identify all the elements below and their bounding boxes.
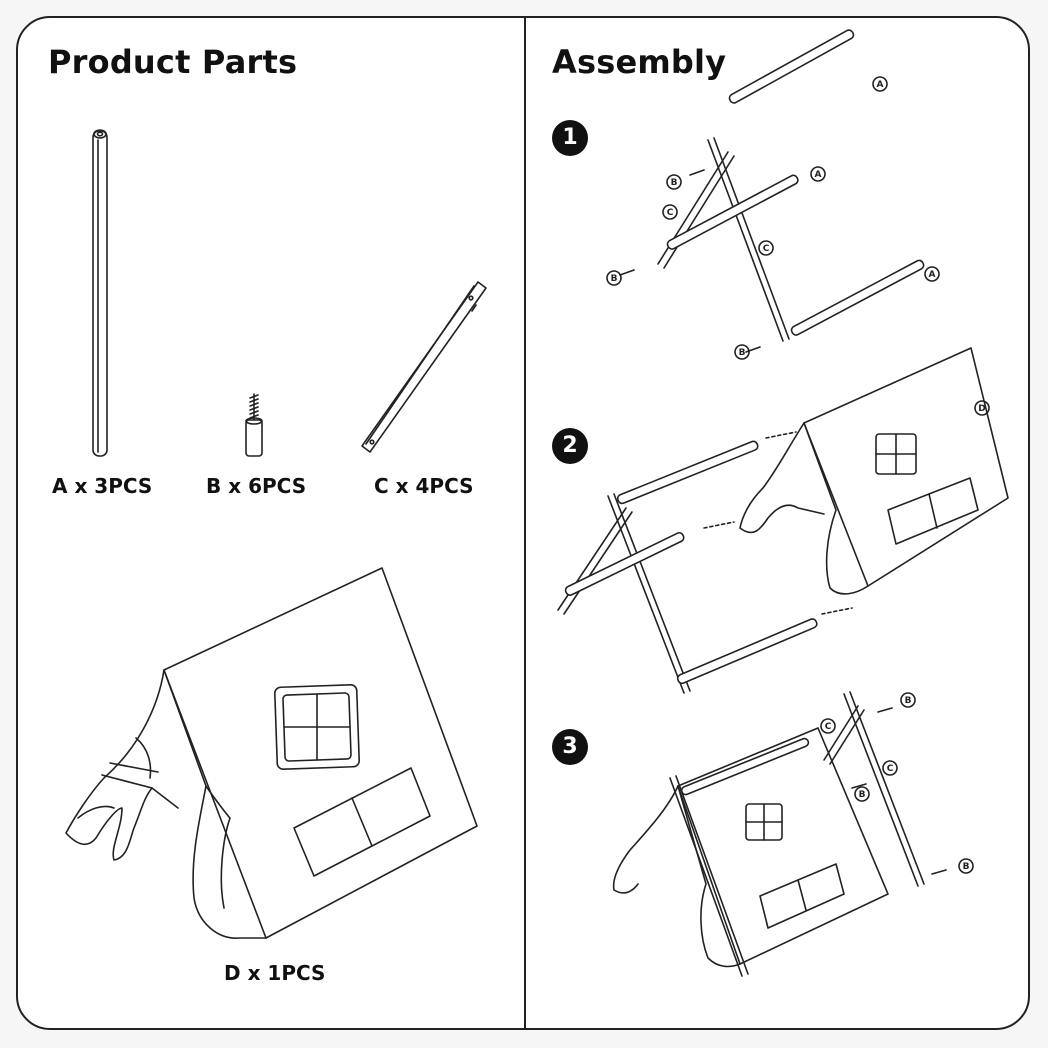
callout-b-3: B [739,348,746,358]
callout-a-2: A [815,170,822,180]
callout-a-1: A [877,80,884,90]
callout-circles [606,76,990,874]
part-b-label: B x 6PCS [206,474,307,498]
panel-divider [524,18,526,1028]
callout-b-1: B [671,178,678,188]
callout-c-2: C [763,244,770,254]
callout-b-5: B [859,790,866,800]
step-2-badge: 2 [552,428,588,464]
assembly-title: Assembly [552,43,727,81]
part-c-label: C x 4PCS [374,474,474,498]
callout-c-3: C [825,722,832,732]
callout-c-1: C [667,208,674,218]
callout-d: D [978,404,985,414]
step-1-illustration [619,29,925,353]
step-3-illustration [612,691,947,977]
step-1-badge: 1 [552,120,588,156]
callout-a-3: A [929,270,936,280]
pole-a-illustration [92,129,108,457]
callout-c-4: C [887,764,894,774]
callout-b-2: B [611,274,618,284]
tent-cover-d-illustration [65,567,478,939]
callout-b-4: B [905,696,912,706]
slat-c-illustration [361,281,487,453]
screw-b-illustration [245,393,263,457]
illustrations: A A B C C A B B D B C C B B [65,29,1009,977]
step-3-badge: 3 [552,729,588,765]
part-a-label: A x 3PCS [52,474,153,498]
product-parts-title: Product Parts [48,43,298,81]
part-d-label: D x 1PCS [224,961,326,985]
instruction-sheet: Product Parts A x 3PCS B x 6PCS C x 4PCS… [16,16,1030,1030]
step-2-illustration [557,347,1009,694]
callout-b-6: B [963,862,970,872]
